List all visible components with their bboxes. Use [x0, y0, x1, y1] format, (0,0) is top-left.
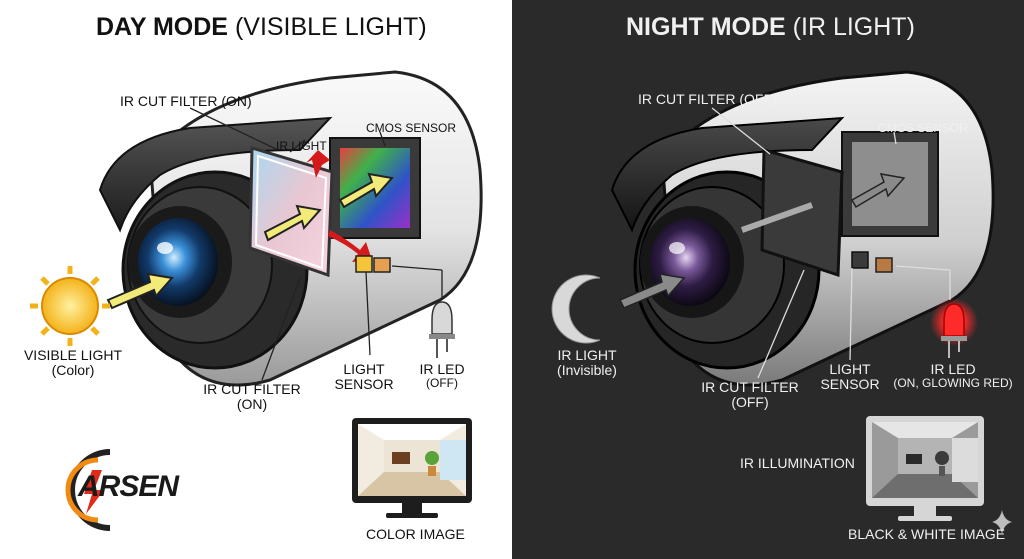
cmos-sensor-label: CMOS SENSOR — [878, 121, 969, 135]
ir-cut-filter-on-label: IR CUT FILTER (ON) — [120, 93, 252, 109]
color-image-caption: COLOR IMAGE — [366, 526, 465, 542]
ir-led-off-icon — [429, 301, 455, 358]
ir-cut-filter-off — [760, 148, 844, 278]
visible-light-label: VISIBLE LIGHT(Color) — [23, 347, 123, 379]
camera-hood — [610, 116, 845, 233]
ir-light-label: IR LIGHT — [276, 139, 327, 153]
ir-led-label: IR LED(OFF) — [419, 361, 465, 391]
brand-logo-emblem — [65, 449, 111, 531]
light-sensor — [851, 251, 893, 273]
cmos-sensor — [329, 137, 421, 239]
day-camera-illustration — [30, 70, 483, 531]
sun-icon — [30, 266, 110, 346]
ir-light-arrows — [618, 173, 906, 309]
ir-illumination-label: IR ILLUMINATION — [740, 455, 855, 471]
night-mode-panel: NIGHT MODE (IR LIGHT) IR CUT FILTER (OFF… — [512, 0, 1024, 559]
sparkle-icon — [992, 510, 1012, 534]
ir-cut-filter-on — [248, 145, 334, 278]
bw-image-caption: BLACK & WHITE IMAGE — [848, 526, 1006, 542]
camera-hood — [98, 116, 333, 233]
ir-cut-filter-off-label: IR CUT FILTER (OFF) — [638, 91, 777, 107]
ir-light-label: IR LIGHT(Invisible) — [557, 347, 617, 379]
night-mode-title: NIGHT MODE (IR LIGHT) — [626, 13, 915, 41]
brand-name: ARSEN — [78, 470, 179, 503]
day-mode-title: DAY MODE (VISIBLE LIGHT) — [96, 13, 427, 41]
bw-monitor — [866, 416, 984, 521]
light-sensor — [355, 255, 391, 273]
ir-led-label: IR LED(ON, GLOWING RED) — [893, 361, 1013, 391]
ir-cut-filter-bottom-label: IR CUT FILTER(OFF) — [701, 379, 799, 411]
cmos-sensor-label: CMOS SENSOR — [366, 121, 457, 135]
visible-light-arrows — [106, 172, 394, 310]
ir-light-arrows — [306, 150, 372, 262]
lens-glass — [650, 218, 730, 306]
ir-cut-filter-bottom-label: IR CUT FILTER(ON) — [203, 381, 301, 413]
ir-led-glowing-icon — [930, 298, 978, 358]
moon-icon — [551, 274, 601, 344]
color-monitor — [352, 418, 472, 518]
day-mode-panel: DAY MODE (VISIBLE LIGHT) IR CUT FILTER (… — [23, 13, 483, 542]
night-camera-illustration — [551, 70, 1012, 534]
